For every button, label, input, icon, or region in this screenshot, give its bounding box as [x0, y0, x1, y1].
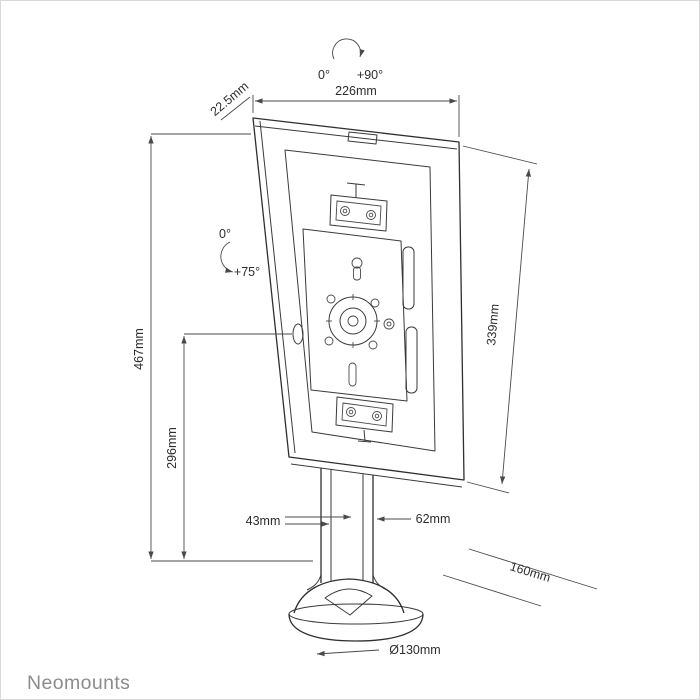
- rotation-arrow-icon: [332, 38, 365, 60]
- extension-line: [462, 145, 538, 165]
- enclosure-bottom-thickness: [290, 463, 463, 488]
- dim-pole-outer-label: 62mm: [416, 512, 451, 526]
- keyhole: [351, 257, 363, 269]
- dimension-panel-height-339: 339mm: [462, 145, 538, 494]
- plate-screw: [324, 336, 334, 346]
- extension-line: [468, 548, 598, 590]
- dimension-total-height-467: 467mm: [132, 133, 313, 562]
- tablet-enclosure: [252, 117, 465, 488]
- dimension-width-226: 226mm: [252, 84, 460, 137]
- dome-outline: [293, 578, 405, 614]
- pole-flare: [372, 574, 388, 591]
- bracket-screw: [366, 210, 376, 220]
- rotation-start-label: 0°: [318, 68, 330, 82]
- base-dome: [288, 578, 424, 642]
- right-rail-slot: [405, 326, 418, 394]
- bracket-outline: [329, 194, 388, 232]
- base-rim: [288, 603, 424, 625]
- dimension-center-height-296: 296mm: [165, 333, 292, 559]
- keyhole-slot: [353, 266, 361, 281]
- enclosure-outline: [252, 117, 465, 481]
- left-oval-hole: [292, 323, 304, 345]
- bracket-screw: [346, 407, 356, 417]
- extension-line: [442, 574, 542, 607]
- extension-line: [466, 481, 510, 494]
- dimension-offset-22-5: 22.5mm: [208, 79, 251, 121]
- bottom-bracket: [335, 396, 394, 443]
- dimension-pole-inner-43: 43mm: [246, 514, 351, 528]
- tilt-end-label: +75°: [234, 265, 260, 279]
- enclosure-left-thickness: [259, 120, 296, 454]
- cable-cover: [324, 588, 373, 616]
- side-screw: [386, 321, 392, 327]
- dim-base-depth-label: 160mm: [508, 559, 552, 585]
- bracket-inner: [335, 200, 382, 226]
- hub-center: [347, 315, 359, 327]
- tilt-start-label: 0°: [219, 227, 231, 241]
- brand-logo: Neomounts: [27, 672, 130, 694]
- stand-pole: [306, 468, 388, 591]
- plate-screw: [370, 298, 380, 308]
- bracket-screw: [374, 413, 380, 419]
- leader-line: [316, 649, 380, 657]
- dimension-base-diameter-130: Ø130mm: [316, 643, 441, 657]
- bracket-pin: [357, 440, 372, 443]
- rotation-indicator-top: 0° +90°: [318, 38, 383, 82]
- dimension-line: [220, 96, 251, 121]
- side-screw: [383, 318, 395, 330]
- dimension-line: [499, 168, 532, 485]
- tilt-arrow-icon: [220, 241, 234, 273]
- bracket-outline: [335, 396, 394, 433]
- bracket-screw: [372, 411, 382, 421]
- plate-screw: [326, 294, 336, 304]
- dimension-base-depth-160: 160mm: [442, 548, 598, 607]
- enclosure-top-thickness: [254, 125, 458, 150]
- bracket-screw: [342, 208, 348, 214]
- bracket-screw: [340, 206, 350, 216]
- top-bracket: [329, 182, 388, 232]
- top-slot-notch: [347, 131, 378, 145]
- dimension-pole-outer-62: 62mm: [377, 512, 450, 526]
- mounting-plate: [292, 228, 418, 402]
- bracket-screw: [368, 212, 374, 218]
- dim-panel-height-label: 339mm: [484, 303, 502, 346]
- lower-slot: [348, 362, 357, 387]
- plate-screw: [368, 340, 378, 350]
- hub-outer-circle: [328, 296, 378, 346]
- right-rail-slot: [402, 246, 415, 310]
- bracket-pin: [363, 429, 366, 442]
- bracket-screw: [348, 409, 354, 415]
- hub-mid-circle: [339, 307, 367, 335]
- dim-center-height-label: 296mm: [165, 427, 179, 469]
- dim-pole-inner-label: 43mm: [246, 514, 281, 528]
- pole-flare: [306, 574, 322, 591]
- rotation-end-label: +90°: [357, 68, 383, 82]
- plate-outline: [302, 228, 408, 402]
- dim-width-label: 226mm: [335, 84, 377, 98]
- dim-base-diameter-label: Ø130mm: [389, 643, 440, 657]
- rotation-indicator-tilt: 0° +75°: [219, 227, 260, 279]
- base-skirt: [288, 613, 424, 642]
- dim-total-height-label: 467mm: [132, 328, 146, 370]
- tablet-window: [284, 149, 436, 452]
- bracket-inner: [341, 402, 388, 427]
